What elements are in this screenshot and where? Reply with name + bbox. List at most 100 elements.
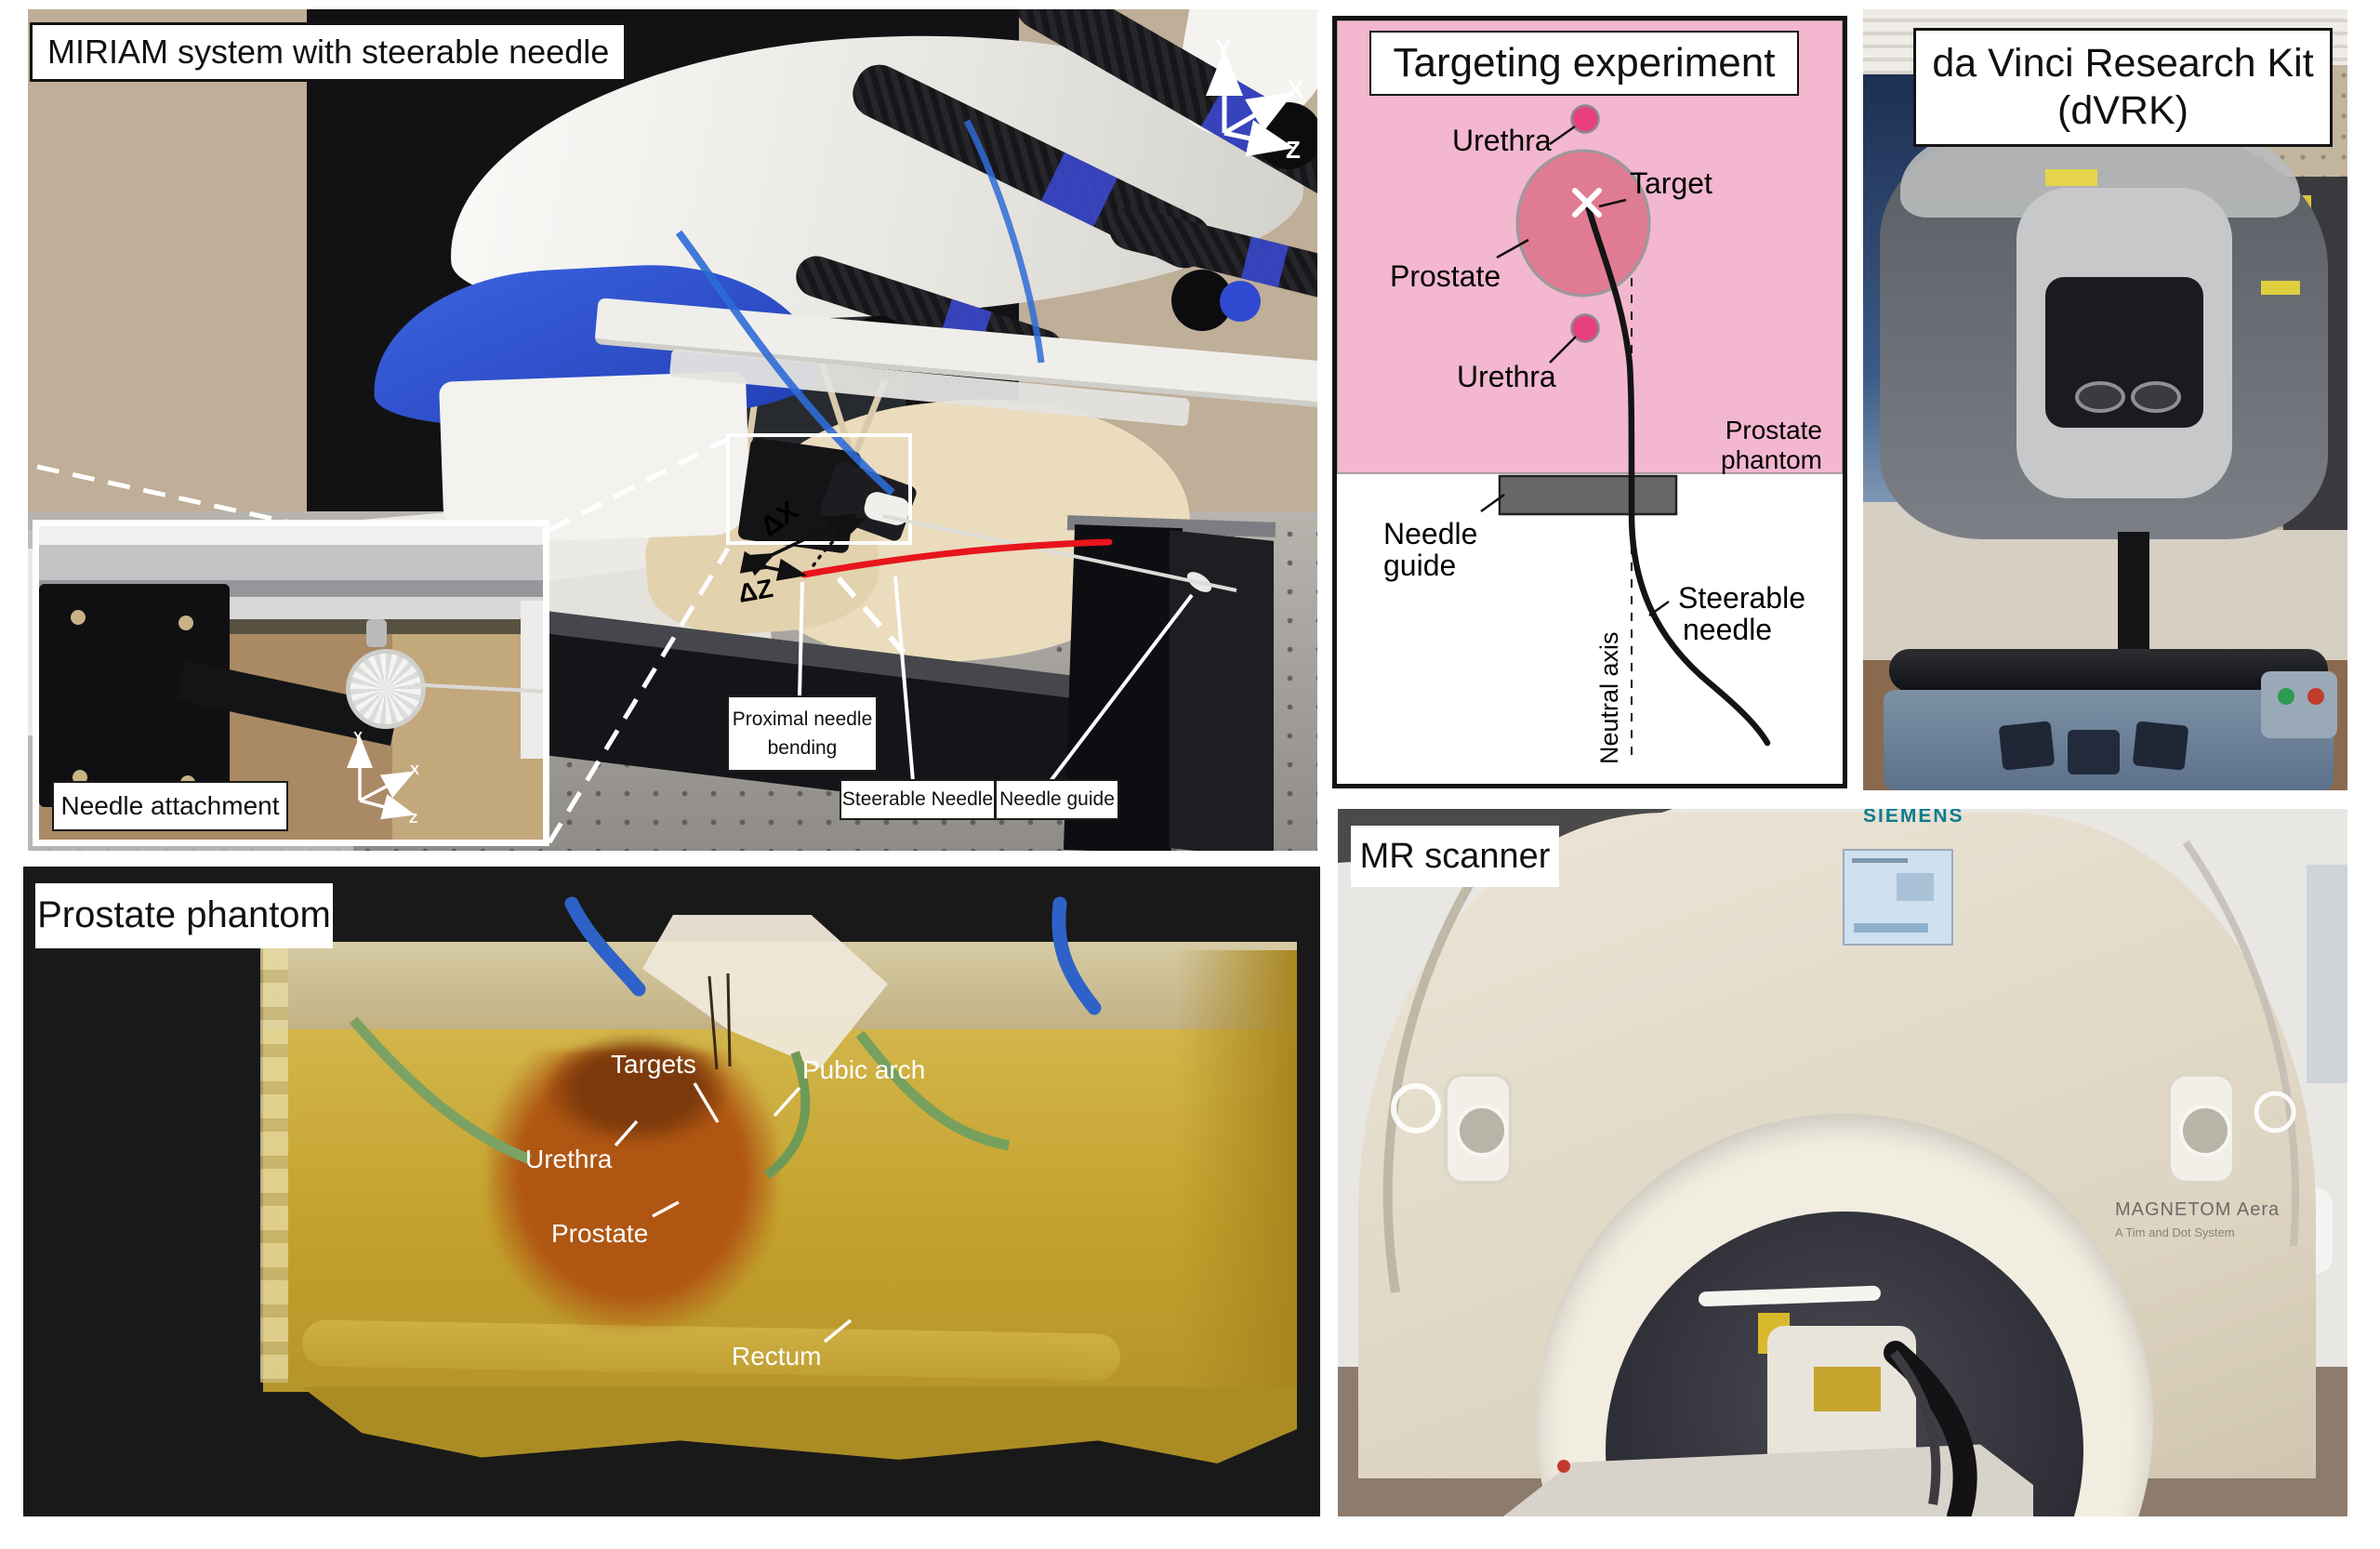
yellow-sticker: [2045, 169, 2097, 186]
green-tube: [763, 1051, 811, 1179]
table-red-marker: [1557, 1460, 1570, 1473]
prostate-phantom-label-line1: Prostate: [1726, 416, 1822, 444]
leader-line: [1049, 593, 1194, 783]
phantom-annotation-layer: Targets Pubic arch Urethra Prostate Rect…: [349, 896, 1102, 1370]
delta-z-label: ΔZ: [736, 574, 775, 608]
axis-y-label: Y: [1215, 34, 1231, 62]
tank-side-face: [1176, 950, 1297, 1387]
blue-ball-joint: [1220, 281, 1261, 322]
dvrk-title-line1: da Vinci Research Kit: [1932, 41, 2314, 86]
scanner-seam: [2182, 840, 2299, 1247]
leader-line: [893, 576, 915, 782]
steerable-needle-label: Steerable Needle: [841, 788, 994, 810]
panel-targeting: Urethra Target Prostate Urethra Prostate…: [1332, 16, 1847, 788]
miriam-title: MIRIAM system with steerable needle: [47, 32, 610, 71]
leader-line: [1549, 125, 1576, 146]
coil-cable-inner: [1890, 1349, 1941, 1505]
needle-guide-label-box: Needle guide: [995, 779, 1119, 820]
prostate-label: Prostate: [551, 1219, 648, 1248]
axis-triad-icon: Y X Z: [1206, 34, 1304, 163]
leader-line: [823, 1318, 853, 1344]
targets-label: Targets: [611, 1050, 696, 1079]
urethra-dot-top: [1570, 104, 1600, 134]
panel-dvrk: da Vinci Research Kit (dVRK): [1863, 9, 2347, 790]
miriam-annotation-layer: ΔX ΔZ: [36, 119, 1237, 844]
knob-cap: [366, 619, 387, 647]
inset-label-box: Needle attachment: [52, 781, 288, 831]
panel-phantom: Targets Pubic arch Urethra Prostate Rect…: [23, 867, 1320, 1516]
wall-strip: [2307, 865, 2347, 1083]
screen-toolbar: [1854, 923, 1928, 933]
proximal-bending-line2: bending: [767, 737, 838, 759]
screen-line: [1852, 858, 1908, 863]
needle-attachment-inset: Y X Z Needle attachment: [33, 520, 549, 846]
urethra-top-label: Urethra: [1452, 124, 1552, 157]
leader-line: [1549, 336, 1577, 364]
axis-x-label: X: [410, 762, 419, 778]
steerable-needle-label-line1: Steerable: [1678, 581, 1805, 615]
needle-guide-label-line2: guide: [1383, 549, 1456, 582]
delta-z-arrow: [739, 550, 808, 581]
zoom-source-rect: [726, 433, 912, 545]
foot-pedal: [1998, 721, 2056, 771]
control-pod: [2261, 671, 2337, 738]
inset-axis-triad-icon: Y X Z: [347, 729, 419, 827]
delta-x-label: ΔX: [755, 496, 804, 543]
axis-y-label: Y: [353, 729, 363, 745]
viewer-opening: [2045, 277, 2203, 428]
steerable-needle-curve: [1583, 199, 1771, 747]
steerable-needle-red: [800, 538, 1113, 578]
scanner-seam: [1382, 840, 1501, 1293]
mr-annotation-layer: [1382, 840, 2299, 1516]
needle-knob: [346, 649, 426, 729]
leader-line: [693, 1082, 720, 1123]
leader-line: [773, 1086, 801, 1118]
bending-dotted-arrow: [812, 517, 867, 567]
control-panel-left: [1448, 1077, 1509, 1181]
control-ring-left: [1391, 1083, 1441, 1133]
miriam-title-box: MIRIAM system with steerable needle: [30, 22, 628, 82]
steerable-needle-label-box: Steerable Needle: [840, 779, 996, 820]
eye-port-left: [2075, 381, 2125, 413]
blue-cable: [675, 230, 895, 496]
green-button: [2278, 688, 2294, 705]
needle-guide-block: [1498, 474, 1678, 516]
leader-line: [1496, 238, 1529, 259]
phantom-title: Prostate phantom: [37, 894, 331, 936]
proximal-bending-line1: Proximal needle: [732, 708, 873, 730]
needle-shaft: [882, 514, 1237, 592]
axis-x-label: X: [1288, 75, 1304, 103]
target-wire: [726, 973, 732, 1067]
dvrk-title-line2: (dVRK): [2057, 88, 2188, 133]
green-tube: [855, 1030, 1011, 1151]
urethra-label: Urethra: [525, 1145, 613, 1173]
leader-line: [798, 581, 804, 698]
siemens-logo: SIEMENS: [1863, 809, 1964, 827]
targeting-title-box: Targeting experiment: [1369, 31, 1799, 96]
urethra-tube: [349, 1016, 532, 1165]
mr-title-box: MR scanner: [1351, 826, 1559, 887]
needle-guide-label: Needle guide: [999, 788, 1115, 810]
dashed-reference-line: [36, 464, 308, 529]
inset-callout-line: [548, 436, 730, 533]
control-ring-right: [2254, 1091, 2296, 1133]
urethra-bottom-label: Urethra: [1457, 360, 1556, 393]
scanner-screen: [1843, 849, 1953, 946]
rectum-label: Rectum: [732, 1342, 821, 1370]
screen-graphic: [1897, 873, 1934, 901]
red-button: [2307, 688, 2324, 705]
panel-mr: SIEMENS MAGNETOM Aera A Tim and Dot Syst…: [1338, 809, 2347, 1516]
axis-z-label: Z: [409, 811, 417, 827]
proximal-bending-label-box: Proximal needle bending: [727, 695, 878, 772]
eye-port-right: [2131, 381, 2181, 413]
magnetom-subtitle: A Tim and Dot System: [2115, 1225, 2235, 1239]
blue-cable: [963, 119, 1045, 364]
prostate-phantom-label-line2: phantom: [1721, 445, 1822, 474]
axis-z-label: Z: [1286, 136, 1301, 163]
leader-line: [614, 1119, 639, 1147]
dashed-reference-line: [836, 576, 906, 655]
inset-label: Needle attachment: [60, 791, 280, 820]
urethra-dot-bottom: [1570, 313, 1600, 343]
target-cross-icon: [1572, 188, 1602, 218]
